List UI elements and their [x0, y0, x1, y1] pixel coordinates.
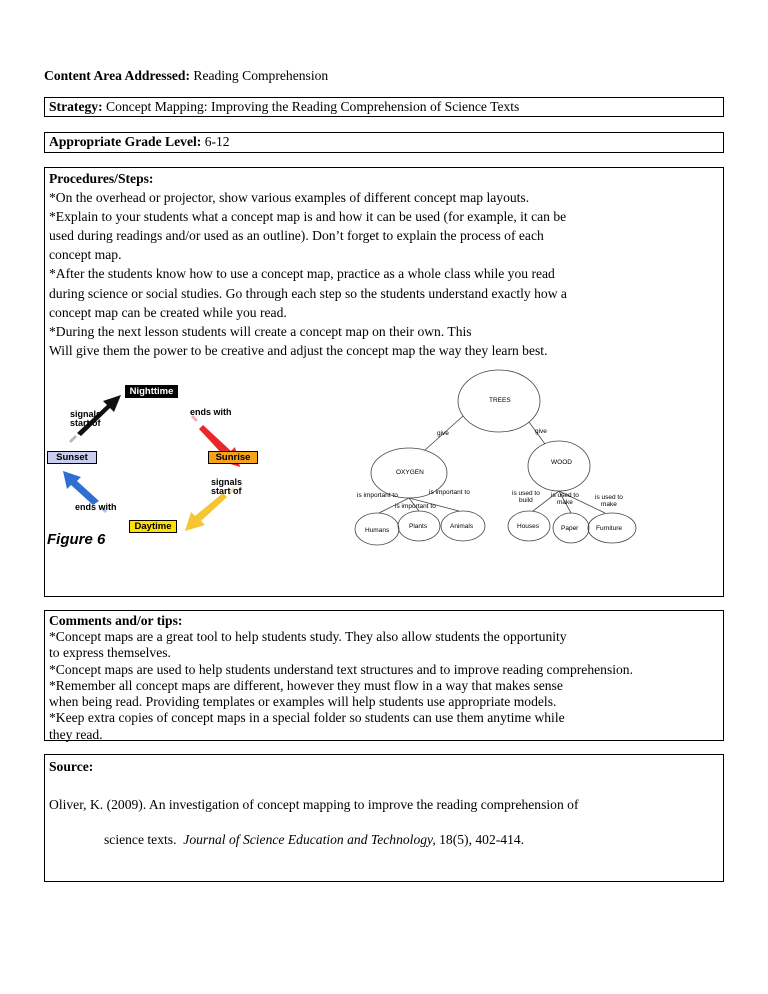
comments-line: *Keep extra copies of concept maps in a … [49, 710, 565, 726]
comments-line: *Remember all concept maps are different… [49, 677, 563, 693]
signals-label-2: signals start of [211, 478, 242, 496]
signals-label-2a: signals [211, 477, 243, 487]
comments-heading: Comments and/or tips: [49, 613, 183, 628]
tree-node-furniture: Furniture [596, 525, 623, 532]
comments-line: when being read. Providing templates or … [49, 694, 557, 710]
grade-label: Appropriate Grade Level: [49, 134, 202, 149]
tree-node-wood: WOOD [551, 459, 572, 466]
figure-caption: Figure 6 [47, 531, 106, 548]
procedures-line: concept map. [49, 247, 122, 263]
sunrise-box: Sunrise [208, 451, 258, 464]
tree-label-important-1: is important to [357, 492, 398, 499]
signals-label-2b: start of [211, 486, 242, 496]
tree-node-houses: Houses [517, 523, 540, 530]
content-area-line: Content Area Addressed: Reading Comprehe… [44, 68, 328, 84]
source-citation-line-2: science texts. Journal of Science Educat… [49, 832, 719, 848]
tree-node-plants: Plants [409, 523, 428, 530]
daytime-box: Daytime [129, 520, 177, 533]
signals-label-1a: signals [70, 409, 102, 419]
content-area-label: Content Area Addressed: [44, 68, 191, 83]
source-box: Source: Oliver, K. (2009). An investigat… [44, 754, 724, 882]
comments-box: Comments and/or tips: *Concept maps are … [44, 610, 724, 742]
grade-box: Appropriate Grade Level: 6-12 [44, 132, 724, 153]
content-area-value: Reading Comprehension [193, 68, 329, 83]
strategy-value: Concept Mapping: Improving the Reading C… [106, 99, 520, 114]
tree-map-lines [354, 369, 637, 546]
procedures-box: Procedures/Steps: *On the overhead or pr… [44, 167, 724, 597]
procedures-heading: Procedures/Steps: [49, 171, 154, 186]
tree-concept-map: TREES give give OXYGEN WOOD is important… [353, 368, 643, 558]
tree-label-important-2: is important to [429, 489, 470, 496]
comments-line: *Concept maps are a great tool to help s… [49, 629, 567, 644]
tree-label-give-1: give [437, 430, 449, 437]
tree-label-used-1b: build [519, 497, 533, 504]
tree-node-trees: TREES [489, 397, 511, 404]
source-citation-end: 18(5), 402-414. [435, 832, 525, 847]
source-citation-line-1: Oliver, K. (2009). An investigation of c… [49, 797, 579, 812]
tree-label-used-3b: make [600, 501, 617, 508]
yellow-arrow-icon [185, 493, 227, 531]
procedures-line: *Explain to your students what a concept… [49, 209, 567, 225]
nighttime-box: Nighttime [125, 385, 178, 398]
comments-line: *Concept maps are used to help students … [49, 661, 634, 677]
procedures-line: used during readings and/or used as an o… [49, 228, 544, 244]
tree-label-used-3: is used to make [595, 494, 623, 508]
tree-node-humans: Humans [365, 527, 390, 534]
comments-line: to express themselves. [49, 645, 171, 661]
signals-label-1b: start of [70, 418, 101, 428]
tree-label-used-3a: is used to [595, 494, 623, 501]
tree-node-animals: Animals [450, 523, 474, 530]
procedures-line: *During the next lesson students will cr… [49, 323, 472, 339]
tree-label-used-2: is used to make [551, 492, 579, 506]
cycle-figure: Nighttime Sunrise Daytime Sunset ends wi… [45, 381, 315, 551]
ends-with-label-2: ends with [75, 502, 117, 512]
signals-label-1: signals start of [70, 410, 101, 428]
tree-node-oxygen: OXYGEN [396, 469, 424, 476]
ends-with-label-1: ends with [190, 407, 232, 417]
source-citation-part: science texts. [104, 832, 184, 847]
procedures-line: concept map can be created while you rea… [49, 304, 287, 320]
tree-label-used-2b: make [556, 499, 573, 506]
sunset-box: Sunset [47, 451, 97, 464]
source-heading: Source: [49, 759, 94, 774]
strategy-box: Strategy: Concept Mapping: Improving the… [44, 97, 724, 117]
tree-label-important-3: is important to [395, 503, 436, 510]
strategy-label: Strategy: [49, 99, 103, 114]
blue-arrow-icon [63, 471, 99, 505]
tree-node-paper: Paper [561, 525, 579, 532]
procedures-line: Will give them the power to be creative … [49, 342, 548, 358]
procedures-line: during science or social studies. Go thr… [49, 285, 567, 301]
black-arrow-icon [77, 395, 121, 436]
tree-label-give-2: give [535, 428, 547, 435]
source-journal: Journal of Science Education and Technol… [183, 832, 436, 847]
tree-label-used-1a: is used to [512, 490, 540, 497]
grade-value: 6-12 [204, 134, 230, 149]
cycle-arrows [63, 395, 240, 531]
tree-label-used-2a: is used to [551, 492, 579, 499]
comments-line: they read. [49, 726, 103, 742]
procedures-line: *On the overhead or projector, show vari… [49, 190, 530, 206]
tree-label-used-1: is used to build [512, 490, 540, 504]
procedures-line: *After the students know how to use a co… [49, 266, 555, 282]
